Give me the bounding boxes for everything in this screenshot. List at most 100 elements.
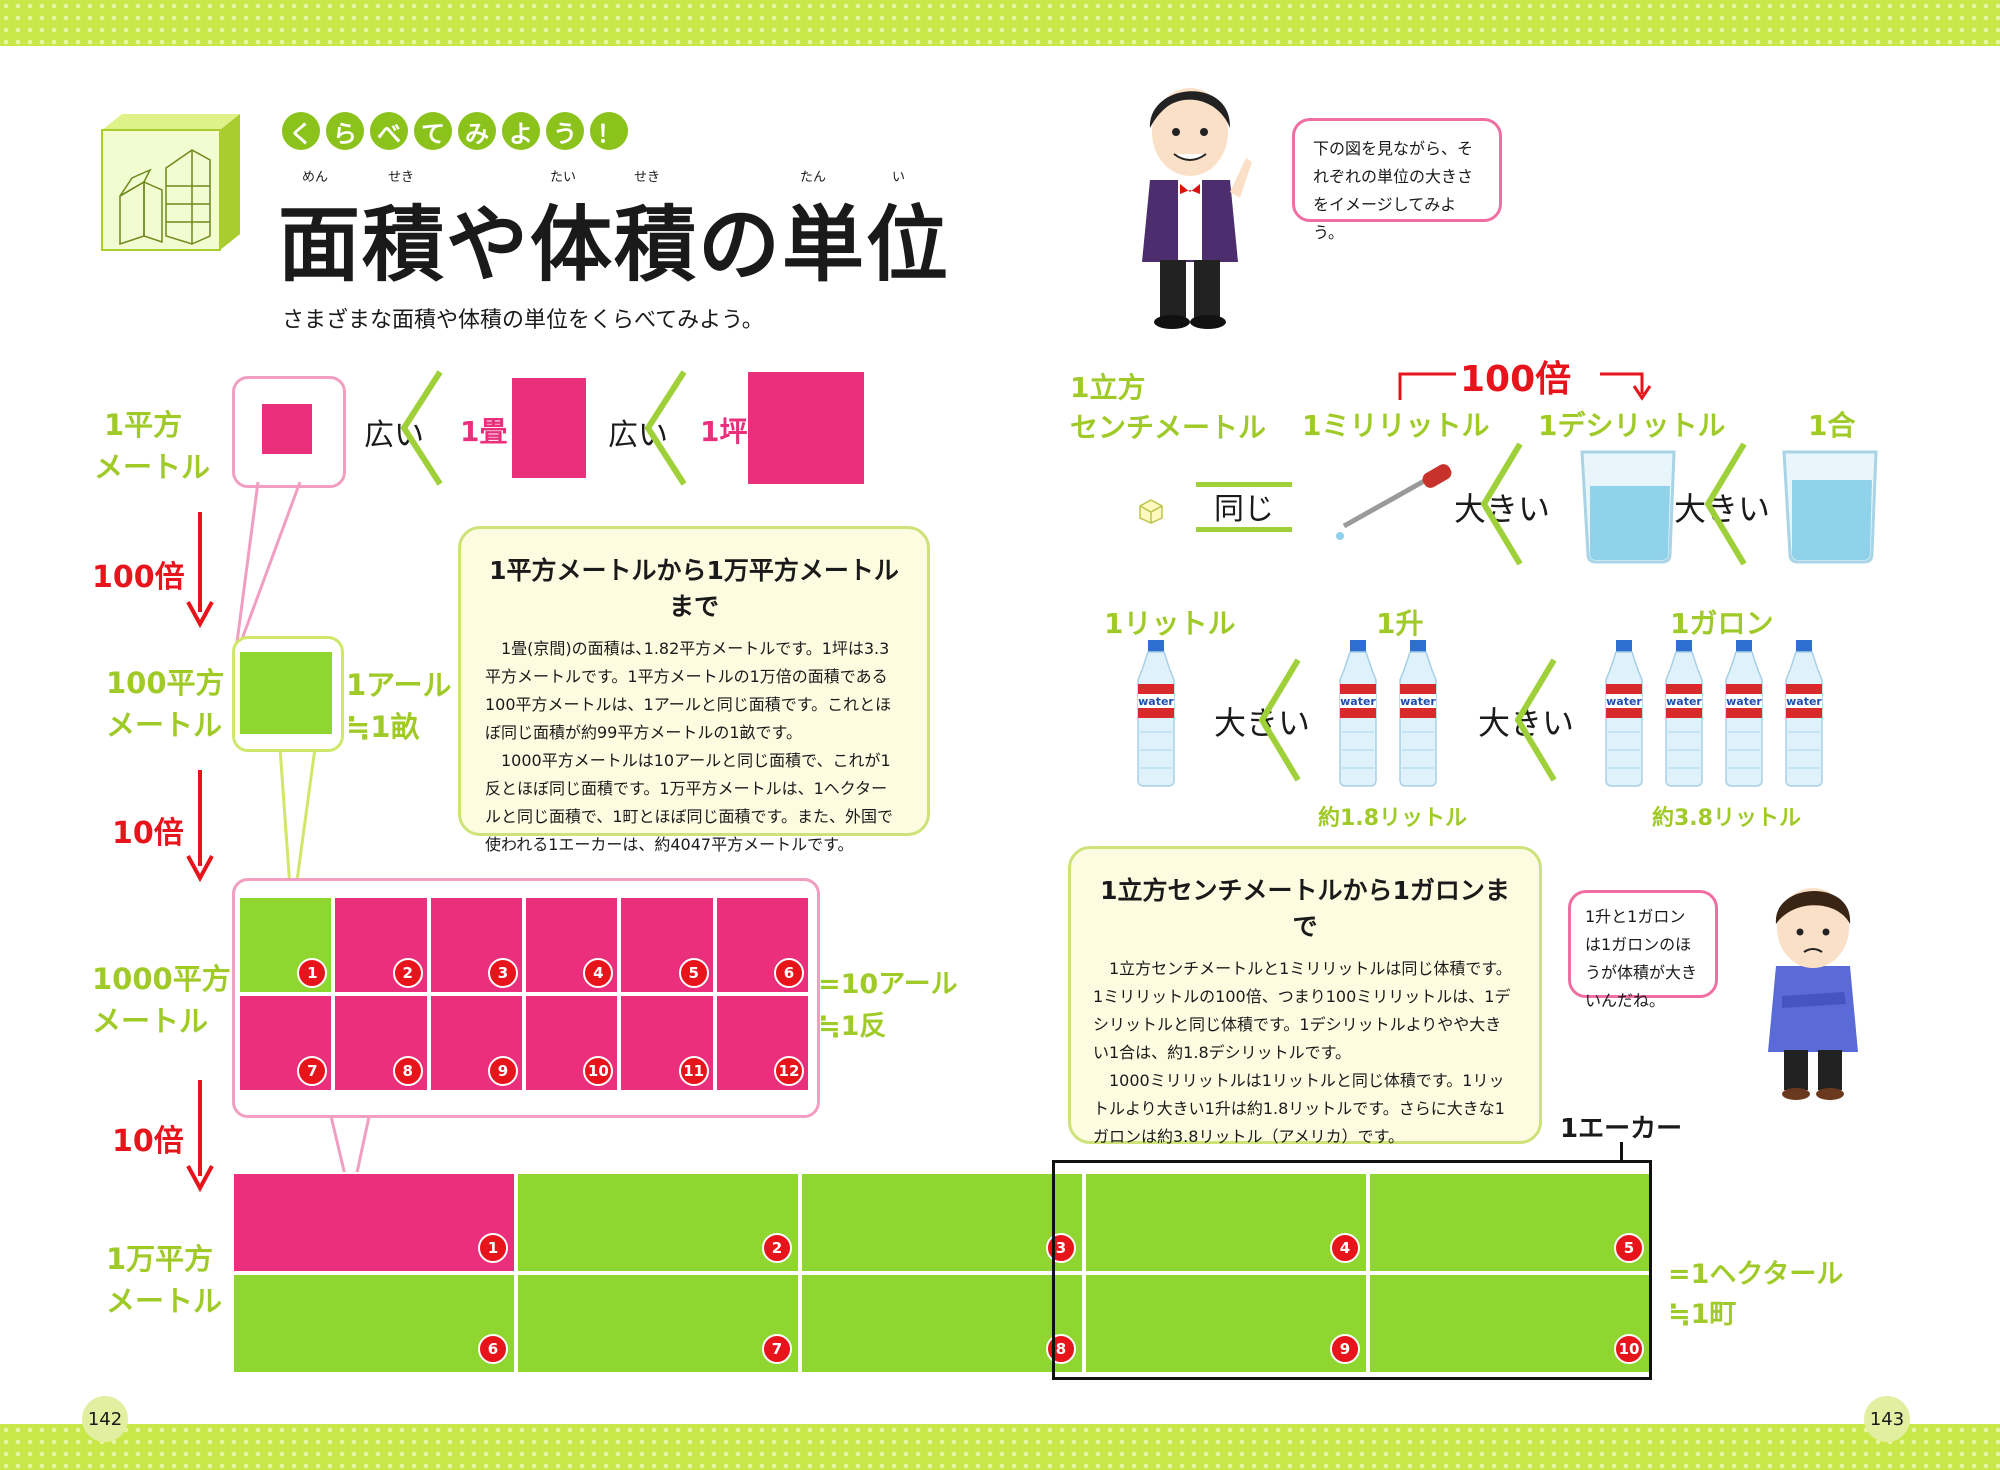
100x-bracket-arrow: [1398, 372, 1652, 401]
unit-1ml: 1ミリリットル: [1302, 409, 1490, 442]
cell-number-badge: 4: [1330, 1233, 1360, 1263]
compare-bigger-1: 大きい: [1454, 490, 1551, 528]
volume-note-title: 1立方センチメートルから1ガロンまで: [1100, 876, 1510, 941]
cell-number-badge: 6: [773, 958, 804, 988]
page-number-right: 143: [1864, 1396, 1910, 1442]
volume-note: 1立方センチメートルから1ガロンまで 1立方センチメートルと1ミリリットルは同じ…: [1068, 846, 1542, 1146]
beaker-icon: [1782, 450, 1878, 564]
acre-bracket: [1620, 1142, 1623, 1162]
step-10x-b: 10倍: [112, 1124, 184, 1159]
less-than-chevron: [644, 370, 687, 486]
area-grid-cell: 7: [238, 994, 334, 1092]
eq-1cho: ≒1町: [1668, 1299, 1737, 1330]
label-1000sqm-line2: メートル: [92, 1004, 209, 1038]
boy-speech-bubble: 1升と1ガロンは1ガロンのほうが体積が大きいんだね。: [1568, 890, 1718, 1010]
eq-10are: =10アール: [818, 969, 958, 1000]
cell-number-badge: 1: [478, 1233, 508, 1263]
gallon-value: 約3.8リットル: [1652, 806, 1801, 831]
cell-number-badge: 5: [1614, 1233, 1644, 1263]
area-note-para2: 1000平方メートルは10アールと同じ面積で、これが1反とほぼ同じ面積です。1万…: [485, 751, 893, 854]
cell-number-badge: 12: [773, 1056, 804, 1086]
bottom-band: [0, 1424, 2000, 1470]
small-cube-icon: [1139, 499, 1163, 524]
beaker-icon: [1580, 450, 1676, 564]
area-grid-cell: 3: [800, 1172, 1084, 1273]
area-grid-cell: 9: [1084, 1273, 1368, 1374]
down-arrow: [186, 770, 214, 882]
unit-1jo: 1畳: [460, 415, 508, 448]
eq-1se: ≒1畝: [346, 710, 420, 744]
area-grid-cell: 12: [714, 994, 810, 1092]
ruby: たい: [550, 170, 577, 185]
ruby: い: [892, 170, 906, 185]
eq-1tan: ≒1反: [818, 1011, 887, 1042]
ruby: めん: [302, 170, 329, 185]
label-1sqm-line2: メートル: [94, 450, 211, 484]
1sqm-frame: [232, 376, 346, 488]
cell-number-badge: 6: [478, 1334, 508, 1364]
cell-number-badge: 1: [297, 958, 328, 988]
area-grid-cell: 3: [428, 896, 524, 994]
label-1sqm-line1: 1平方: [104, 408, 183, 442]
volume-note-para2: 1000ミリリットルは1リットルと同じ体積です。1リットルより大きい1升は約1.…: [1093, 1071, 1505, 1146]
same-label: 同じ: [1214, 492, 1274, 527]
title-badge-char: べ: [370, 112, 408, 150]
step-100x: 100倍: [92, 560, 185, 595]
water-bottle-icon: water: [1396, 640, 1440, 788]
cell-number-badge: 3: [1046, 1233, 1076, 1263]
cell-number-badge: 5: [678, 958, 709, 988]
cell-number-badge: 2: [392, 958, 423, 988]
area-note-title: 1平方メートルから1万平方メートルまで: [489, 556, 899, 621]
unit-1go: 1合: [1808, 409, 1856, 442]
water-bottle-icon: water: [1662, 640, 1706, 788]
volume-100x: 100倍: [1460, 359, 1572, 400]
page-number-left: 142: [82, 1396, 128, 1442]
area-grid-cell: 10: [1368, 1273, 1652, 1374]
label-10000sqm-line2: メートル: [106, 1284, 223, 1318]
title-badge-char: よ: [502, 112, 540, 150]
water-bottle-icon: water: [1134, 640, 1178, 788]
title-badge-char: ！: [590, 112, 628, 150]
area-grid-cell: 8: [800, 1273, 1084, 1374]
less-than-chevron: [1480, 442, 1523, 566]
title-badge-char: く: [282, 112, 320, 150]
water-bottle-icon: water: [1602, 640, 1646, 788]
cell-number-badge: 7: [762, 1334, 792, 1364]
ruby: たん: [800, 170, 827, 185]
area-note-para1: 1畳(京間)の面積は､1.82平方メートルです。1坪は3.3平方メートルです。1…: [485, 639, 892, 742]
bottle-label: water: [1340, 695, 1376, 708]
label-100sqm-line2: メートル: [106, 708, 223, 742]
unit-1dl: 1デシリットル: [1538, 409, 1726, 442]
bottle-label: water: [1400, 695, 1436, 708]
water-bottle-icon: water: [1336, 640, 1380, 788]
ruby: せき: [634, 170, 661, 185]
water-bottle-icon: water: [1722, 640, 1766, 788]
unit-1l: 1リットル: [1104, 607, 1236, 640]
same-mark: [1196, 482, 1292, 532]
teacher-speech-bubble: 下の図を見ながら、それぞれの単位の大きさをイメージしてみよう。: [1292, 118, 1502, 242]
cell-number-badge: 10: [1614, 1334, 1644, 1364]
cell-number-badge: 9: [1330, 1334, 1360, 1364]
cell-number-badge: 2: [762, 1233, 792, 1263]
step-10x-a: 10倍: [112, 816, 184, 851]
cell-number-badge: 3: [487, 958, 518, 988]
down-arrow: [186, 1080, 214, 1192]
cell-number-badge: 11: [678, 1056, 709, 1086]
1tsubo-square: [748, 372, 864, 484]
area-grid-cell: 1: [238, 896, 334, 994]
less-than-chevron: [1514, 658, 1557, 782]
less-than-chevron: [400, 370, 443, 486]
ruby: せき: [388, 170, 415, 185]
area-grid-cell: 5: [619, 896, 715, 994]
label-10000sqm-line1: 1万平方: [106, 1242, 214, 1276]
bottle-label: water: [1606, 695, 1642, 708]
area-note: 1平方メートルから1万平方メートルまで 1畳(京間)の面積は､1.82平方メート…: [458, 526, 930, 854]
area-grid-cell: 9: [428, 994, 524, 1092]
bottle-label: water: [1138, 695, 1174, 708]
unit-1tsubo: 1坪: [700, 415, 748, 448]
bottle-label: water: [1726, 695, 1762, 708]
water-bottle-icon: water: [1782, 640, 1826, 788]
